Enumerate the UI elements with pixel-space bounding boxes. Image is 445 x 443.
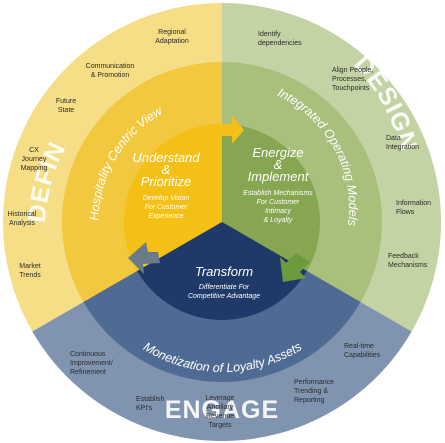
phase-label-engage: ENGAGE — [165, 396, 279, 424]
outer-label-design: Align People,Processes,Touchpoints — [332, 67, 373, 92]
core-title-line: & — [274, 157, 283, 172]
core-subtitle-line: Experience — [148, 213, 183, 220]
design-core-sector — [222, 124, 320, 271]
core-subtitle-line: Establish Mechanisms — [243, 190, 313, 197]
core-subtitle-line: & Loyalty — [264, 217, 293, 224]
core-subtitle-line: Develop Vision — [143, 195, 190, 202]
core-subtitle-line: For Customer — [257, 199, 300, 206]
arrow-engage-to-define — [128, 242, 160, 274]
core-subtitle-line: Intimacy — [265, 208, 292, 215]
core-subtitle-line: Competitive Advantage — [188, 293, 260, 300]
arrow-define-to-design — [214, 116, 244, 144]
core-subtitle-line: Differentiate For — [199, 284, 250, 291]
core-title-line: Implement — [248, 169, 310, 184]
core-title-line: Understand — [132, 150, 200, 165]
arrow-design-to-engage — [280, 253, 310, 282]
core-title-line: Prioritize — [141, 174, 192, 189]
core-subtitle-line: For Customer — [145, 204, 188, 211]
engage-core-sector — [137, 222, 307, 320]
core-title-line: Energize — [252, 145, 303, 160]
core-title-line: Transform — [195, 264, 253, 279]
outer-label-define: Communication& Promotion — [86, 63, 135, 79]
core-title-line: & — [162, 162, 171, 177]
define-core-sector — [124, 124, 222, 271]
